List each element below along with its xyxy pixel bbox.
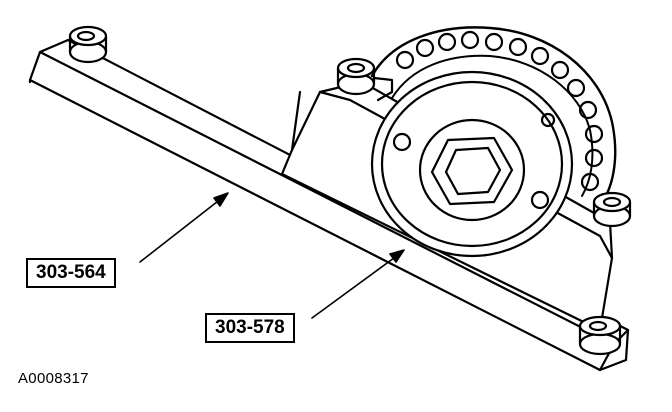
leader-arrows <box>139 192 405 319</box>
callout-label-tool-2: 303-578 <box>205 313 295 343</box>
bolt-right <box>592 191 632 228</box>
bolt-top <box>336 57 394 102</box>
pulley <box>370 70 574 258</box>
figure-id-label: A0008317 <box>18 370 89 387</box>
callout-label-tool-1: 303-564 <box>26 258 116 288</box>
bolt-left <box>68 25 108 64</box>
bolt-bottom <box>578 315 622 356</box>
timing-chain <box>370 26 617 207</box>
